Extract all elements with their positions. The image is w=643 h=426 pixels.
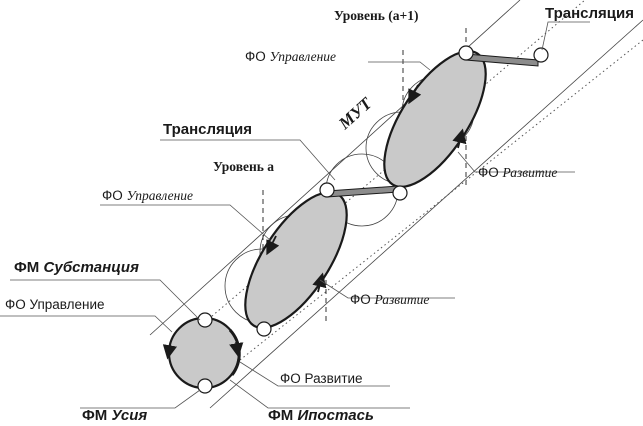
fo-word: Управление	[270, 49, 336, 64]
development-arrow-a	[312, 272, 327, 293]
translation-label-top: Трансляция	[545, 5, 634, 22]
fm-prefix: ФМ	[82, 407, 107, 424]
fm-prefix: ФМ	[14, 259, 39, 276]
leader-fo-development-top	[457, 151, 575, 173]
node-a1-translation-end	[533, 47, 549, 63]
fo-prefix: ФО	[245, 49, 266, 64]
fo-development-label-top: ФО Развитие	[478, 165, 557, 180]
fo-word: Развитие	[374, 292, 430, 307]
node-a-top	[319, 182, 335, 198]
node-a1-top	[458, 45, 474, 61]
fo-development-label-mid: ФО Развитие	[350, 292, 429, 307]
labels: Уровень (a+1) Трансляция ФО Управление М…	[5, 5, 634, 424]
fo-word: Развитие	[502, 165, 558, 180]
fo-control-label-top: ФО Управление	[245, 49, 336, 64]
fm-word: Субстанция	[43, 259, 139, 276]
node-a-bottom	[256, 321, 272, 337]
fm-word: Ипостась	[297, 407, 373, 424]
substance-circle-group	[162, 316, 244, 390]
node-a-translation-end	[392, 185, 408, 201]
myt-label: МУТ	[334, 93, 376, 133]
fm-hypostasis-label: ФМ Ипостась	[268, 407, 374, 424]
leader-fm-substance	[10, 279, 201, 321]
translation-bar-a	[326, 185, 399, 198]
level-a1-ellipse	[383, 50, 487, 188]
development-ellipse-a	[244, 191, 348, 329]
control-arrow-a1	[408, 84, 422, 105]
fm-usia-label: ФМ Усия	[82, 407, 147, 424]
level-a1-label: Уровень (a+1)	[334, 8, 418, 23]
tube-axis-dotted	[204, 0, 586, 323]
fo-development-label-bottom: ФО Развитие	[280, 371, 363, 386]
substance-circle	[167, 316, 241, 390]
node-substance-bottom	[197, 378, 213, 394]
development-arrow-a1	[452, 128, 467, 149]
translation-label-mid: Трансляция	[163, 121, 252, 138]
level-a-label: Уровень a	[213, 159, 274, 174]
control-arrow-a	[266, 235, 280, 256]
leader-fo-development-bottom	[239, 361, 390, 387]
fo-prefix: ФО	[478, 165, 499, 180]
leader-translation-mid	[160, 139, 336, 181]
fm-substance-label: ФМ Субстанция	[14, 259, 139, 276]
level-a-ellipse	[244, 191, 348, 329]
leader-fo-development-mid	[319, 279, 455, 299]
fo-control-label-mid: ФО Управление	[102, 188, 193, 203]
leader-lines	[0, 21, 590, 409]
leader-fo-control-mid	[100, 204, 271, 241]
substance-arrow-left	[162, 344, 178, 360]
nodes	[197, 45, 549, 394]
leader-translation-top	[541, 21, 590, 51]
leader-fm-usia	[80, 389, 201, 409]
leader-fm-hypostasis	[229, 379, 410, 409]
fo-prefix: ФО	[350, 292, 371, 307]
fo-control-label-bottom: ФО Управление	[5, 297, 105, 312]
fm-prefix: ФМ	[268, 407, 293, 424]
leader-fo-control-bottom	[0, 315, 173, 333]
fo-word: Управление	[127, 188, 193, 203]
leader-fo-control-top	[368, 61, 431, 71]
node-substance-top	[197, 312, 213, 328]
fm-word: Усия	[111, 407, 147, 424]
tube-axis-dotted-2	[239, 39, 643, 361]
substance-arrow-right	[229, 341, 244, 358]
tube-lower-edge	[209, 19, 643, 409]
fo-prefix: ФО	[102, 188, 123, 203]
